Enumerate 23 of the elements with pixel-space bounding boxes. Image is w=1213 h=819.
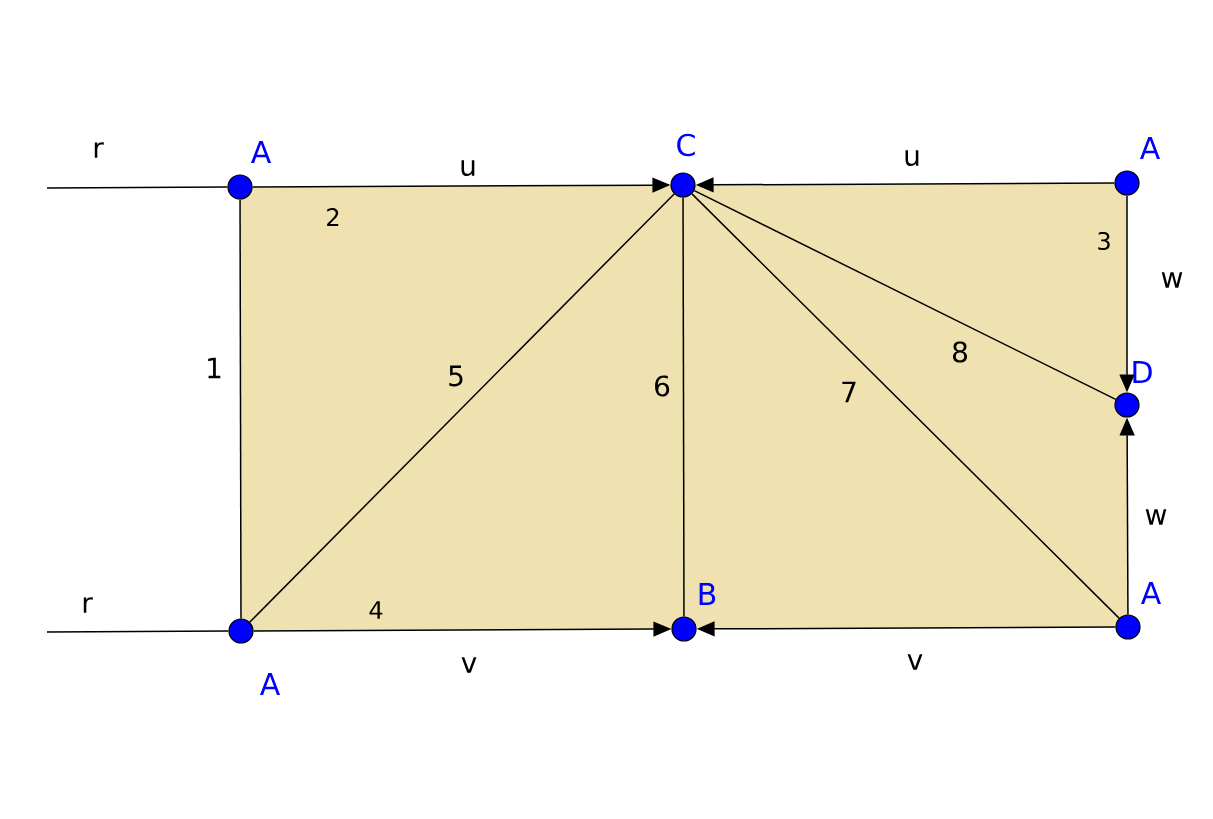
edge-label: w	[1145, 509, 1167, 525]
edge-label: v	[461, 657, 477, 673]
point-label: B	[699, 583, 716, 605]
edge-label: r	[94, 142, 104, 158]
point-label: C	[677, 133, 695, 157]
edge-label: 7	[842, 381, 856, 403]
edge-label: u	[905, 149, 919, 166]
edge-label: 8	[953, 341, 967, 363]
edge-number: 2	[327, 208, 339, 226]
edge-number: 3	[1098, 231, 1110, 251]
edge-label: 1	[208, 357, 221, 379]
edge-label: r	[83, 597, 93, 613]
point-label: A	[251, 141, 272, 163]
edge-label: 6	[655, 375, 670, 397]
point-label: A	[260, 673, 281, 695]
edge-label: u	[461, 159, 475, 176]
point-label: D	[1133, 361, 1152, 383]
point-label: A	[1140, 137, 1160, 159]
edge-number: 4	[369, 601, 383, 619]
edge-label: 5	[449, 365, 463, 387]
edge-label: v	[907, 654, 923, 670]
edge-label: w	[1161, 272, 1183, 288]
point-label: A	[1141, 582, 1161, 604]
